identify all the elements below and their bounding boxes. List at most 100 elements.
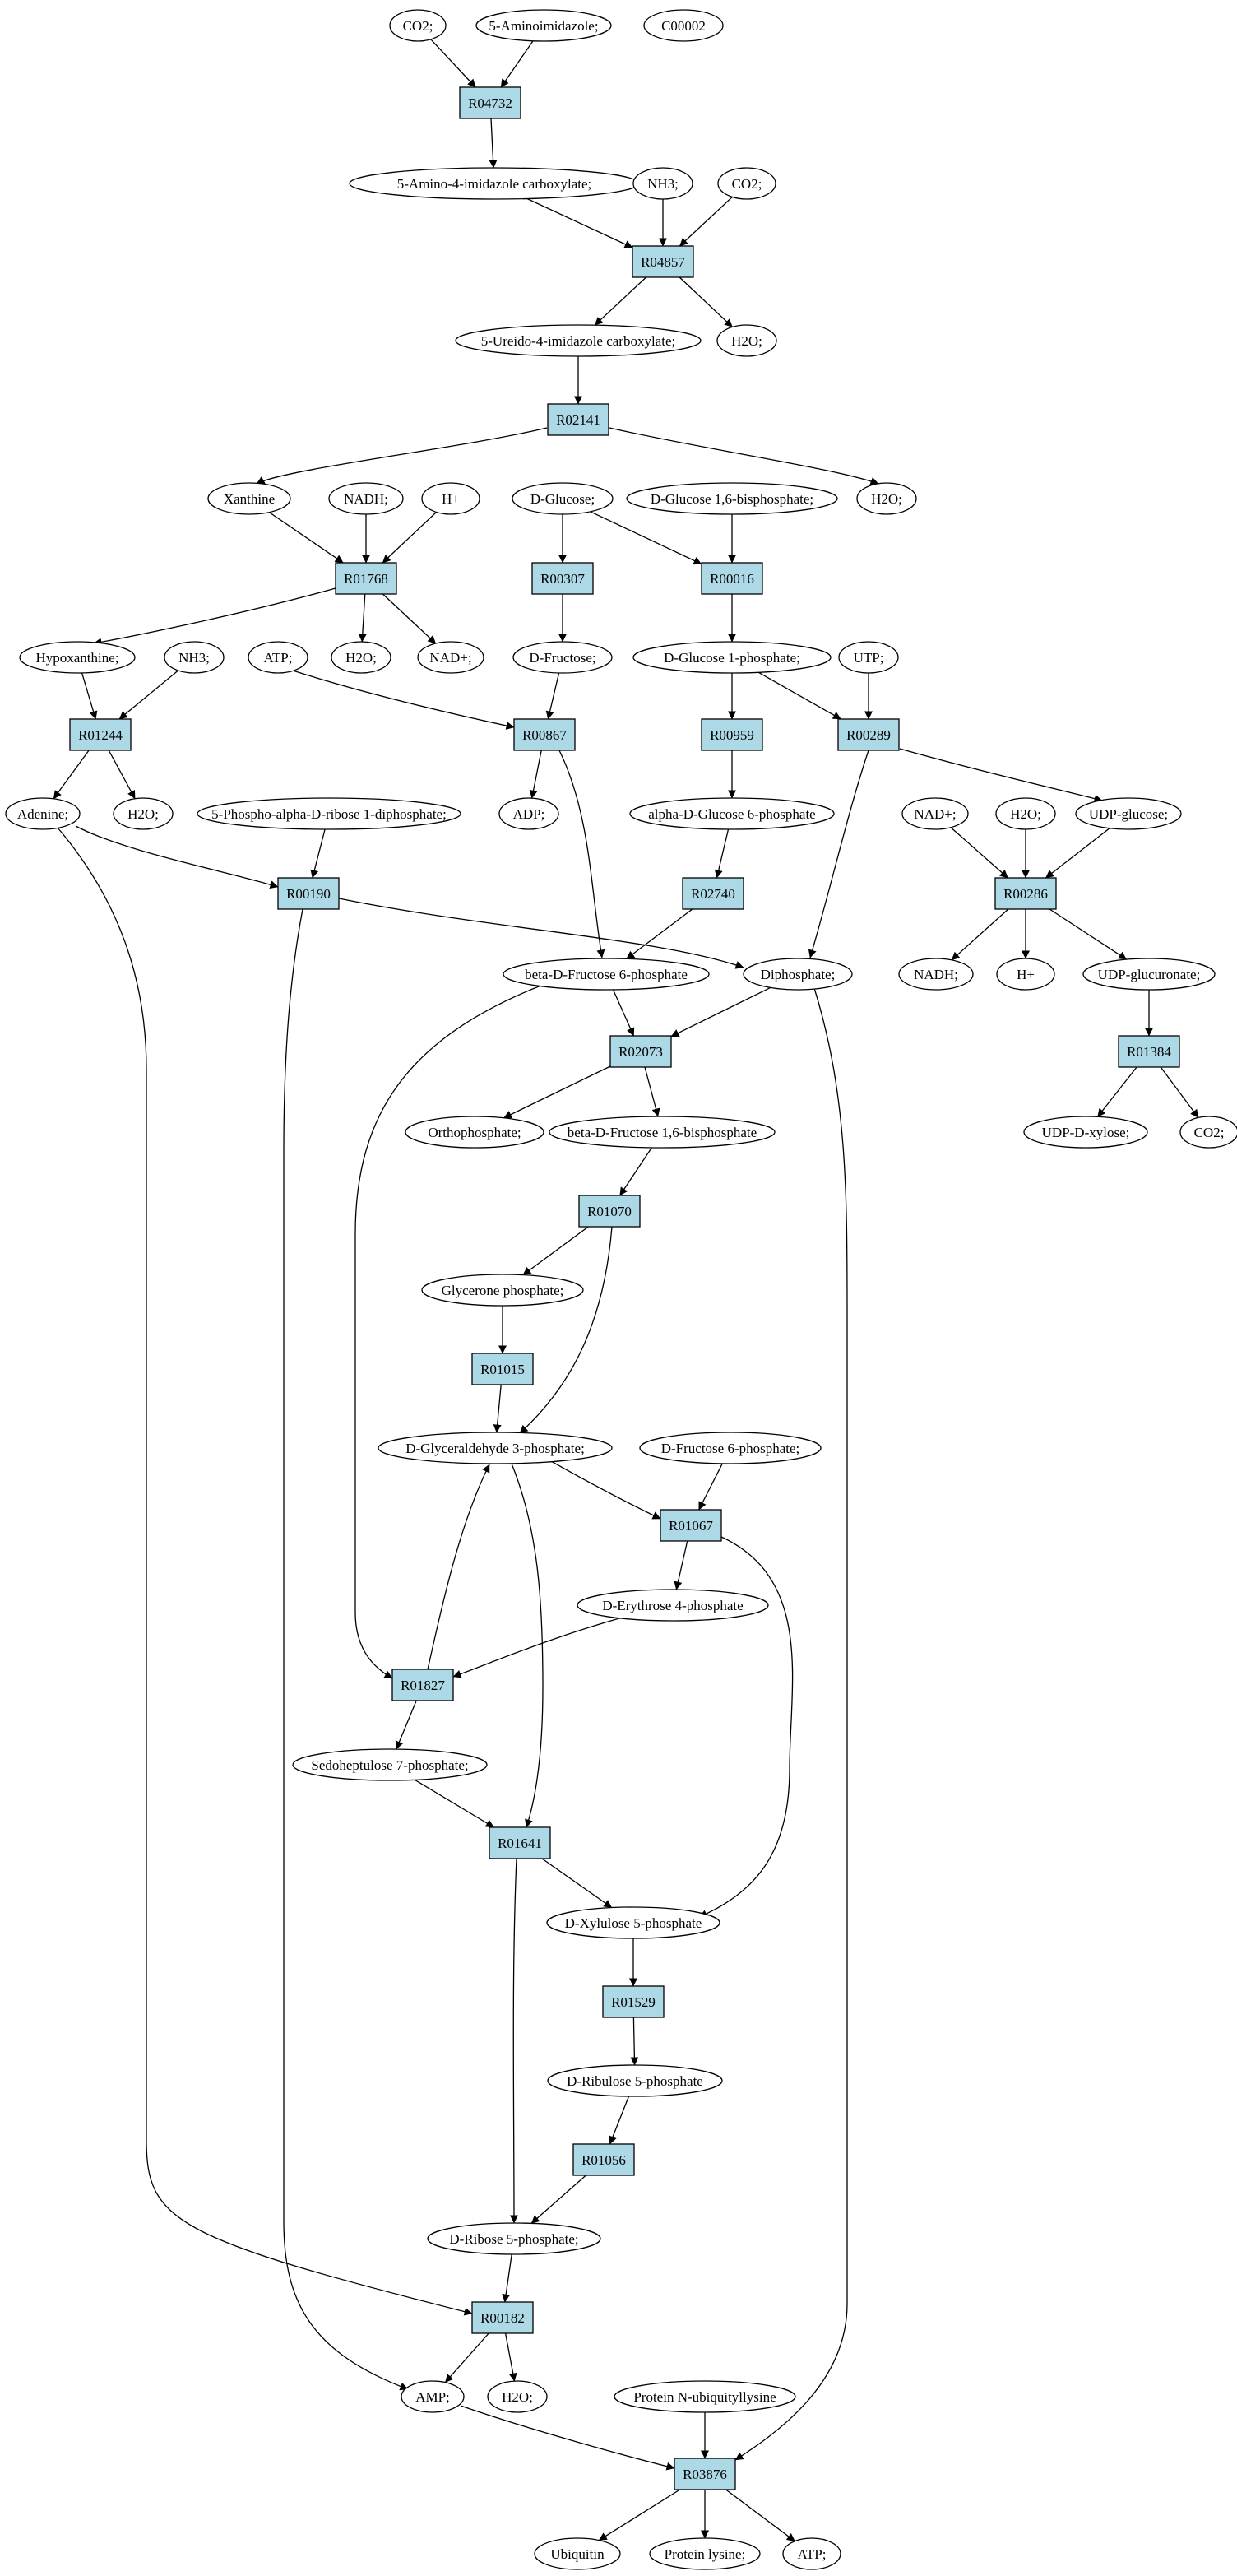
metabolite-node-udpglcu[interactable]: UDP-glucuronate; xyxy=(1082,958,1216,991)
metabolite-ellipse xyxy=(546,1906,720,1939)
metabolite-node-diphos[interactable]: Diphosphate; xyxy=(743,958,853,991)
metabolite-node-nh3-b[interactable]: NH3; xyxy=(164,641,225,674)
metabolite-node-co2-b[interactable]: CO2; xyxy=(717,167,776,200)
node-label: R02740 xyxy=(691,886,735,902)
node-label: beta-D-Fructose 1,6-bisphosphate xyxy=(568,1125,757,1140)
metabolite-node-r5p[interactable]: D-Ribose 5-phosphate; xyxy=(427,2222,601,2255)
metabolite-node-nadh-a[interactable]: NADH; xyxy=(328,482,404,515)
reaction-node-r01529[interactable]: R01529 xyxy=(602,1985,665,2018)
metabolite-node-atp-b[interactable]: ATP; xyxy=(782,2537,841,2570)
edge-R02073-to-orthophos xyxy=(503,1065,611,1119)
metabolite-node-ag6p[interactable]: alpha-D-Glucose 6-phosphate xyxy=(629,797,835,830)
metabolite-node-udpglc[interactable]: UDP-glucose; xyxy=(1075,797,1182,830)
reaction-node-r01384[interactable]: R01384 xyxy=(1118,1035,1180,1068)
edge-ru5p-to-R01056 xyxy=(609,2096,630,2145)
metabolite-ellipse xyxy=(782,2537,841,2570)
metabolite-node-udpxyl[interactable]: UDP-D-xylose; xyxy=(1023,1116,1148,1149)
reaction-node-r02073[interactable]: R02073 xyxy=(609,1035,672,1068)
reaction-node-r01015[interactable]: R01015 xyxy=(471,1353,534,1385)
reaction-node-r01827[interactable]: R01827 xyxy=(391,1669,454,1701)
metabolite-node-hypox[interactable]: Hypoxanthine; xyxy=(19,641,136,674)
metabolite-node-xanthine[interactable]: Xanthine xyxy=(207,482,291,515)
metabolite-node-co2-c[interactable]: CO2; xyxy=(1179,1116,1237,1149)
node-label: R01056 xyxy=(581,2152,626,2168)
reaction-node-r00286[interactable]: R00286 xyxy=(994,877,1057,910)
metabolite-node-df6p[interactable]: D-Fructose 6-phosphate; xyxy=(639,1432,822,1464)
edge-diphos-to-R03876 xyxy=(734,987,848,2461)
metabolite-node-bf16bp[interactable]: beta-D-Fructose 1,6-bisphosphate xyxy=(549,1116,776,1149)
metabolite-node-s7p[interactable]: Sedoheptulose 7-phosphate; xyxy=(292,1748,488,1781)
metabolite-node-c00002[interactable]: C00002 xyxy=(643,9,724,42)
reaction-node-r00190[interactable]: R00190 xyxy=(277,877,340,910)
reaction-node-r01641[interactable]: R01641 xyxy=(489,1826,551,1859)
metabolite-node-ubiquitin[interactable]: Ubiquitin xyxy=(534,2537,621,2570)
metabolite-node-g16bp[interactable]: D-Glucose 1,6-bisphosphate; xyxy=(626,482,838,515)
reaction-box xyxy=(701,562,763,595)
metabolite-node-h2o-e[interactable]: H2O; xyxy=(995,797,1056,830)
metabolite-node-adp[interactable]: ADP; xyxy=(498,797,559,830)
reaction-node-r00289[interactable]: R00289 xyxy=(837,718,900,751)
metabolite-node-nadp[interactable]: NAD+; xyxy=(417,641,484,674)
metabolite-node-h2o-f[interactable]: H2O; xyxy=(487,2380,548,2413)
node-label: R00959 xyxy=(710,727,754,743)
metabolite-ellipse xyxy=(549,1116,776,1149)
metabolite-node-utp[interactable]: UTP; xyxy=(838,641,899,674)
metabolite-node-nadp-b[interactable]: NAD+; xyxy=(901,797,969,830)
reaction-node-r04732[interactable]: R04732 xyxy=(459,86,521,119)
reaction-node-r02740[interactable]: R02740 xyxy=(682,877,744,910)
node-label: ATP; xyxy=(798,2546,827,2562)
metabolite-node-protlys[interactable]: Protein lysine; xyxy=(649,2537,761,2570)
reaction-node-r01070[interactable]: R01070 xyxy=(578,1195,641,1228)
metabolite-node-h2o-d[interactable]: H2O; xyxy=(113,797,174,830)
metabolite-node-ru5p[interactable]: D-Ribulose 5-phosphate xyxy=(547,2064,723,2097)
edge-aminoimid-to-R04732 xyxy=(500,40,534,88)
reaction-node-r00867[interactable]: R00867 xyxy=(513,718,576,751)
reaction-node-r00182[interactable]: R00182 xyxy=(471,2301,534,2334)
metabolite-ellipse xyxy=(427,2222,601,2255)
reaction-node-r00016[interactable]: R00016 xyxy=(701,562,763,595)
metabolite-node-nadh-b[interactable]: NADH; xyxy=(898,958,974,991)
edge-R02740-to-bf6p xyxy=(626,908,693,959)
reaction-node-r01768[interactable]: R01768 xyxy=(335,562,397,595)
node-label: R00190 xyxy=(286,886,331,902)
metabolite-node-g3p[interactable]: D-Glyceraldehyde 3-phosphate; xyxy=(378,1432,613,1464)
metabolite-node-prpp[interactable]: 5-Phospho-alpha-D-ribose 1-diphosphate; xyxy=(197,797,461,830)
metabolite-node-co2-a[interactable]: CO2; xyxy=(389,9,447,42)
node-label: AMP; xyxy=(415,2389,450,2405)
metabolite-node-hplus-b[interactable]: H+ xyxy=(996,958,1055,991)
metabolite-ellipse xyxy=(331,641,391,674)
metabolite-node-nh3-a[interactable]: NH3; xyxy=(632,167,693,200)
metabolite-node-atp-a[interactable]: ATP; xyxy=(248,641,308,674)
metabolite-node-orthophos[interactable]: Orthophosphate; xyxy=(405,1116,544,1149)
metabolite-node-x5p[interactable]: D-Xylulose 5-phosphate xyxy=(546,1906,720,1939)
reaction-node-r01244[interactable]: R01244 xyxy=(69,718,132,751)
metabolite-ellipse xyxy=(292,1748,488,1781)
metabolite-node-glycerone[interactable]: Glycerone phosphate; xyxy=(421,1274,584,1307)
metabolite-node-h2o-a[interactable]: H2O; xyxy=(716,324,777,357)
metabolite-node-bf6p[interactable]: beta-D-Fructose 6-phosphate xyxy=(503,958,710,991)
metabolite-node-aminoimid[interactable]: 5-Aminoimidazole; xyxy=(475,9,612,42)
metabolite-node-dglucose[interactable]: D-Glucose; xyxy=(512,482,614,515)
metabolite-node-adenine[interactable]: Adenine; xyxy=(5,797,81,830)
metabolite-ellipse xyxy=(1179,1116,1237,1149)
edge-R00289-to-diphos xyxy=(808,750,869,958)
metabolite-node-amp[interactable]: AMP; xyxy=(401,2380,465,2413)
metabolite-node-h2o-b[interactable]: H2O; xyxy=(856,482,917,515)
metabolite-node-e4p[interactable]: D-Erythrose 4-phosphate xyxy=(577,1589,769,1622)
metabolite-node-uica[interactable]: 5-Ureido-4-imidazole carboxylate; xyxy=(455,324,702,357)
reaction-node-r03876[interactable]: R03876 xyxy=(674,2458,736,2490)
reaction-node-r01056[interactable]: R01056 xyxy=(572,2143,635,2176)
metabolite-node-hplus-a[interactable]: H+ xyxy=(421,482,480,515)
reaction-node-r01067[interactable]: R01067 xyxy=(660,1509,722,1542)
reaction-node-r04857[interactable]: R04857 xyxy=(632,245,694,278)
metabolite-node-g1p[interactable]: D-Glucose 1-phosphate; xyxy=(632,641,832,674)
metabolite-node-h2o-c[interactable]: H2O; xyxy=(331,641,391,674)
reaction-node-r00959[interactable]: R00959 xyxy=(701,718,763,751)
metabolite-node-dfructose[interactable]: D-Fructose; xyxy=(512,641,613,674)
metabolite-node-protnub[interactable]: Protein N-ubiquityllysine xyxy=(614,2380,796,2413)
reaction-node-r00307[interactable]: R00307 xyxy=(531,562,594,595)
node-label: D-Erythrose 4-phosphate xyxy=(602,1598,743,1613)
reaction-node-r02141[interactable]: R02141 xyxy=(547,403,609,436)
metabolite-node-aica[interactable]: 5-Amino-4-imidazole carboxylate; xyxy=(349,167,640,200)
edge-R01056-to-r5p xyxy=(530,2175,586,2224)
